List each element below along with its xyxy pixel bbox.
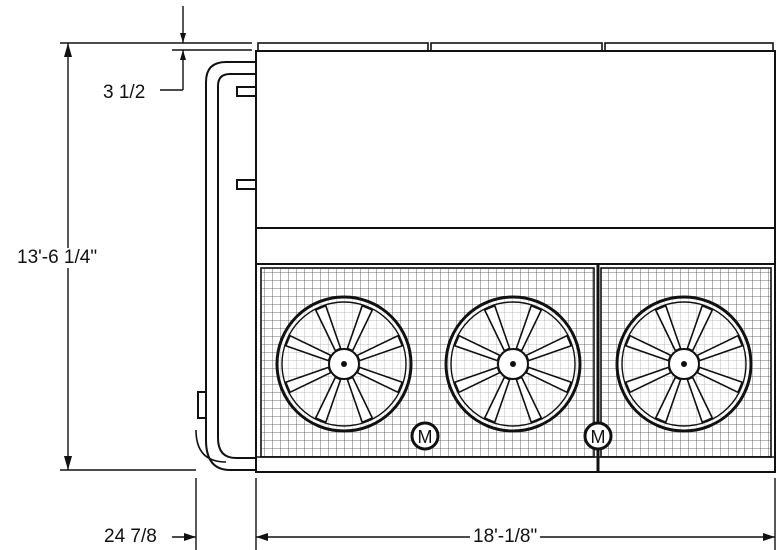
dim-overall-width-label: 18'-1/8" xyxy=(470,527,541,547)
motor-marker-1: M xyxy=(410,421,440,451)
top-caps xyxy=(257,42,774,52)
upper-casing xyxy=(255,50,776,229)
fans-group xyxy=(275,295,753,433)
nozzle-stubs xyxy=(236,86,257,190)
motor-label-2: M xyxy=(591,427,606,447)
motor-marker-2: M xyxy=(583,421,613,451)
fan-3 xyxy=(615,295,753,433)
dim-overall-height-label: 13'-6 1/4" xyxy=(14,248,101,268)
dim-top-offset-lines xyxy=(160,6,252,91)
fan-2 xyxy=(444,295,582,433)
fan-1 xyxy=(275,295,413,433)
motor-label-1: M xyxy=(418,427,433,447)
dim-top-offset-label: 3 1/2 xyxy=(100,83,149,103)
dim-pipe-offset-label: 24 7/8 xyxy=(101,527,160,547)
middle-band xyxy=(255,227,776,265)
side-pipe xyxy=(195,61,256,471)
